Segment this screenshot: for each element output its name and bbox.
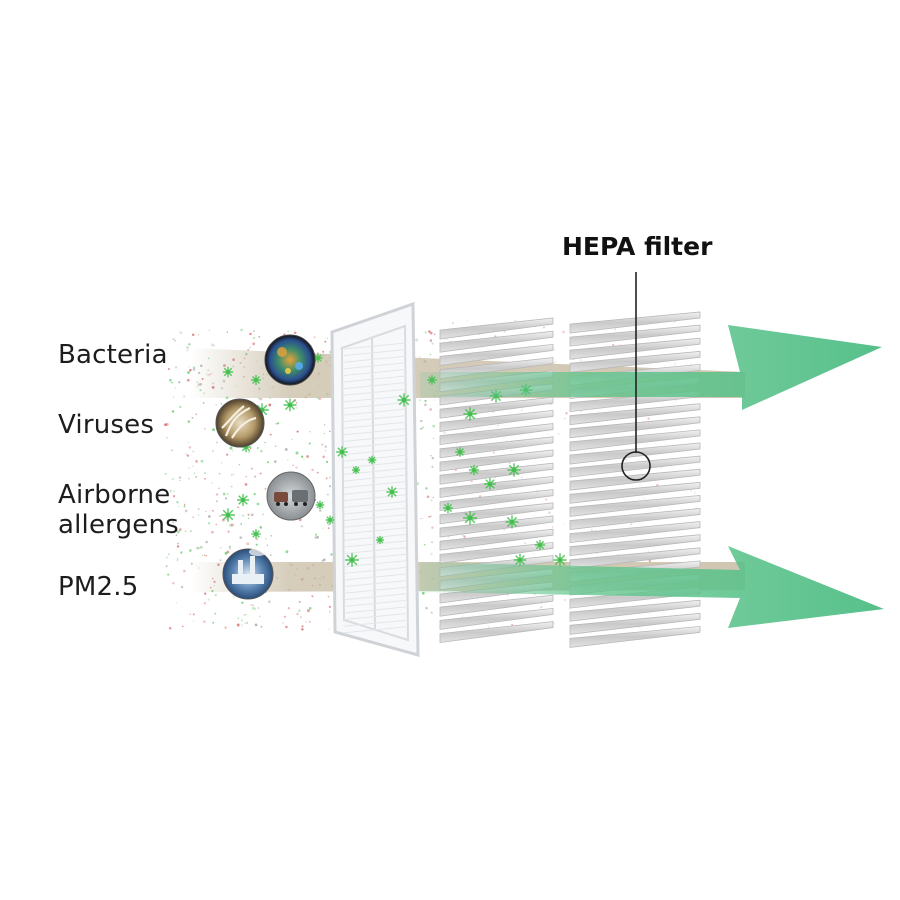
hepa-filter-label: HEPA filter: [562, 232, 713, 261]
label-airborne-allergens-line-1: Airborne: [58, 480, 171, 510]
pre-filter: [330, 301, 420, 657]
label-bacteria: Bacteria: [58, 340, 168, 370]
pre-filter-mesh: [343, 342, 407, 634]
label-viruses: Viruses: [58, 410, 155, 440]
car-exhaust-icon: [266, 471, 316, 521]
smokestack-icon: [222, 548, 274, 600]
hepa-callout-circle: [621, 451, 651, 481]
virus-icon: [215, 398, 265, 448]
label-airborne-allergens: Airborne allergens: [58, 480, 208, 540]
clean-air-arrow-top: [420, 325, 882, 410]
clean-air-arrow-bottom: [420, 546, 884, 628]
bacteria-icon: [264, 334, 316, 386]
label-pm25: PM2.5: [58, 572, 139, 602]
label-airborne-allergens-line-2: allergens: [58, 510, 179, 540]
